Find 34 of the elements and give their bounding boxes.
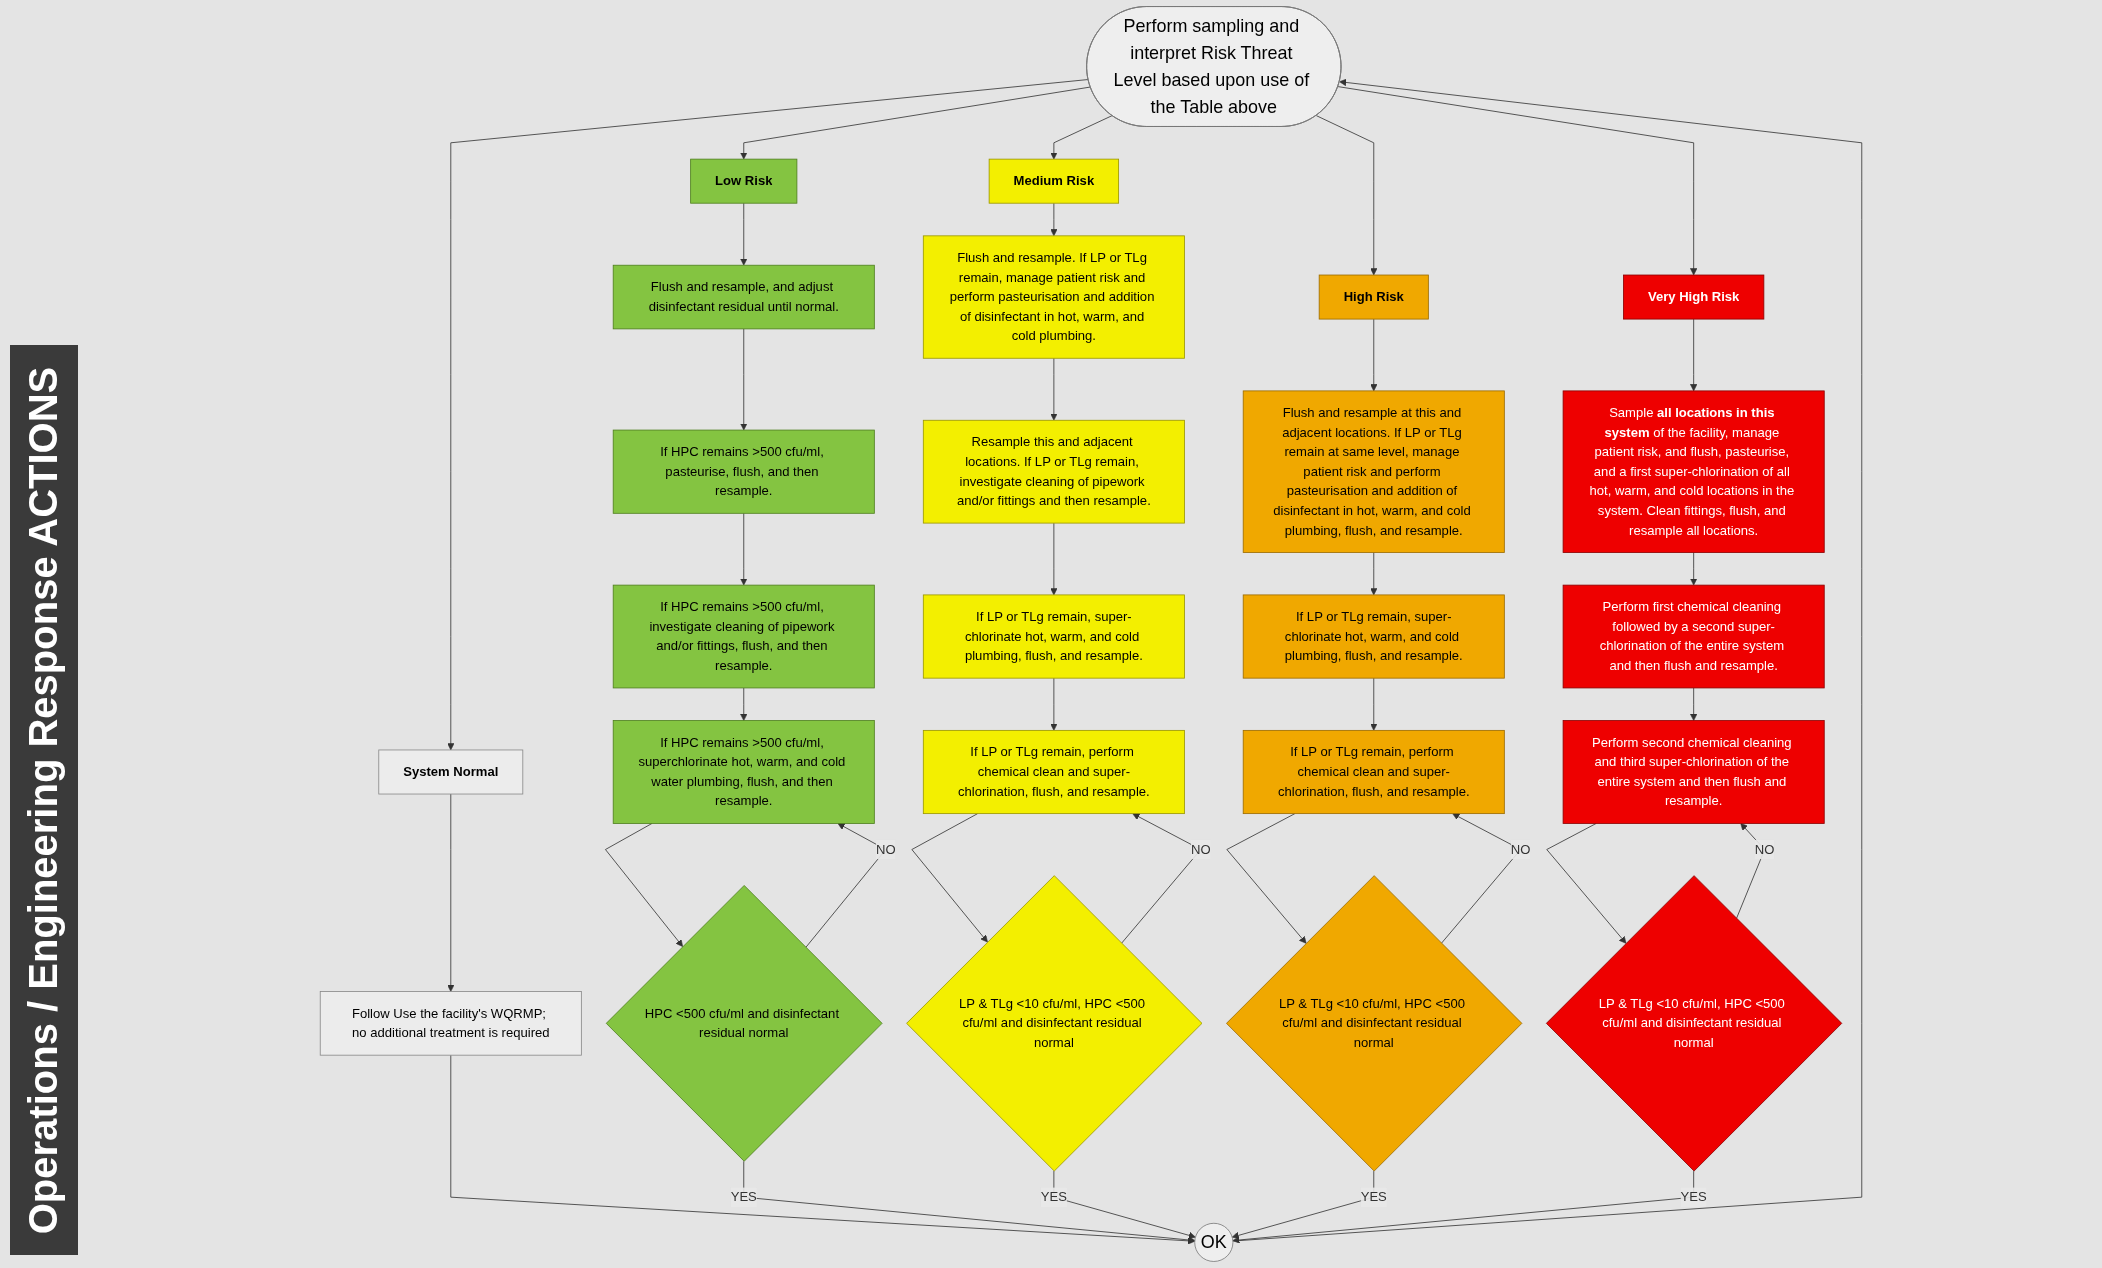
edge-label: NO bbox=[1190, 842, 1211, 857]
node-box: Low Risk bbox=[690, 158, 798, 204]
edge-label: NO bbox=[1510, 842, 1531, 857]
node-diamond: HPC <500 cfu/ml and disinfectant residual normal bbox=[605, 885, 883, 1162]
node-box: Flush and resample at this and adjacent locations. If LP or TLg remain at same level, manage patient risk and perform pasteurisation and addition of disinfectant in hot, warm, and cold plumbing, flush, and resample. bbox=[1242, 390, 1505, 553]
node-box: If HPC remains >500 cfu/ml, investigate cleaning of pipework and/or fittings, flush, and then resample. bbox=[612, 584, 875, 689]
node-diamond: LP & TLg <10 cfu/ml, HPC <500 cfu/ml and disinfectant residual normal bbox=[1226, 875, 1523, 1172]
node-diamond: LP & TLg <10 cfu/ml, HPC <500 cfu/ml and disinfectant residual normal bbox=[1545, 875, 1843, 1172]
node-box: High Risk bbox=[1318, 274, 1429, 320]
edge-label: NO bbox=[1754, 842, 1775, 857]
node-box: System Normal bbox=[378, 749, 524, 795]
node-box: Very High Risk bbox=[1623, 274, 1765, 320]
node-box: If HPC remains >500 cfu/ml, superchlorinate hot, warm, and cold water plumbing, flush, and then resample. bbox=[612, 720, 875, 824]
node-box: Perform first chemical cleaning followed by a second super-chlorination of the entire system and then flush and resample. bbox=[1562, 584, 1825, 689]
node-diamond: LP & TLg <10 cfu/ml, HPC <500 cfu/ml and disinfectant residual normal bbox=[906, 875, 1203, 1172]
band-label: Operations / Engineering Response ACTIONS bbox=[21, 366, 67, 1234]
node-box: Flush and resample. If LP or TLg remain, manage patient risk and perform pasteurisation and addition of disinfectant in hot, warm, and cold plumbing. bbox=[922, 235, 1185, 359]
node-box: If LP or TLg remain, super-chlorinate hot, warm, and cold plumbing, flush, and resample. bbox=[1242, 594, 1505, 679]
node-box: Sample all locations in this system of the facility, manage patient risk, and flush, pasteurise, and a first super-chlorination of all hot, warm, and cold locations in the system. Clean fittings, flush, and resample all locations. bbox=[1562, 390, 1825, 553]
node-box: If LP or TLg remain, perform chemical clean and super-chlorination, flush, and resample. bbox=[922, 729, 1185, 815]
edge-label: YES bbox=[730, 1189, 757, 1204]
node-box: Resample this and adjacent locations. If LP or TLg remain, investigate cleaning of pipework and/or fittings and then resample. bbox=[922, 419, 1185, 524]
edge-label: YES bbox=[1040, 1189, 1067, 1204]
edge-label: YES bbox=[1360, 1189, 1387, 1204]
node-box: If LP or TLg remain, perform chemical clean and super-chlorination, flush, and resample. bbox=[1242, 729, 1505, 815]
edge-label: YES bbox=[1680, 1189, 1707, 1204]
node-box: Medium Risk bbox=[988, 158, 1120, 204]
node-box: If HPC remains >500 cfu/ml, pasteurise, flush, and then resample. bbox=[612, 429, 875, 514]
node-box: Flush and resample, and adjust disinfectant residual until normal. bbox=[612, 264, 875, 330]
node-box: If LP or TLg remain, super-chlorinate hot, warm, and cold plumbing, flush, and resample. bbox=[922, 594, 1185, 679]
edge-label: NO bbox=[875, 842, 896, 857]
node-circle: OK bbox=[1194, 1222, 1234, 1262]
node-box: Follow Use the facility's WQRMP; no additional treatment is required bbox=[319, 991, 582, 1056]
node-box: Perform second chemical cleaning and third super-chlorination of the entire system and then flush and resample. bbox=[1562, 720, 1825, 824]
